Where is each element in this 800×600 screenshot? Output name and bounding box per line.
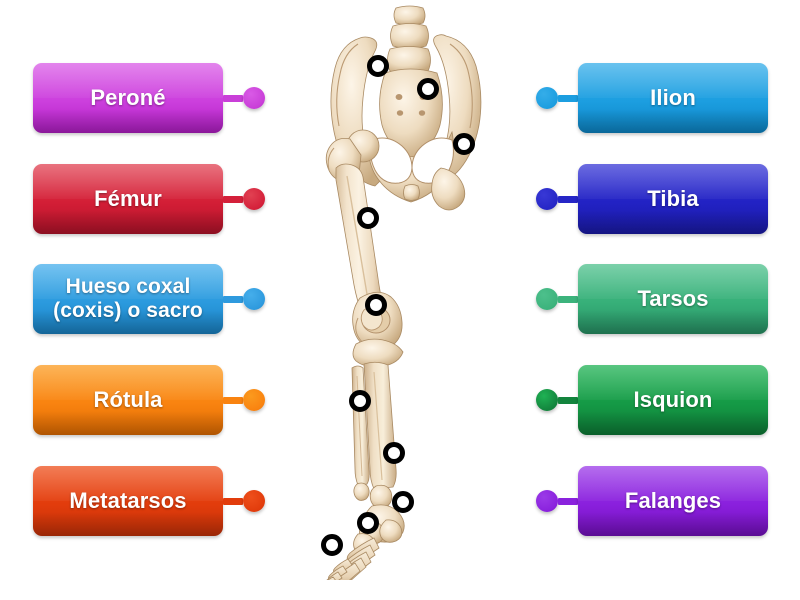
connector-knob[interactable] bbox=[243, 288, 265, 310]
label-row: Tibia bbox=[536, 164, 768, 234]
label-connector bbox=[536, 164, 578, 234]
connector-stem bbox=[558, 195, 578, 203]
label-text: Metatarsos bbox=[69, 487, 187, 513]
label-text: Rótula bbox=[93, 386, 163, 412]
label-row: Fémur bbox=[33, 164, 265, 234]
label-text: Falanges bbox=[624, 487, 722, 513]
label-connector bbox=[223, 63, 265, 133]
drop-target-marker[interactable] bbox=[367, 55, 389, 77]
drop-target-marker[interactable] bbox=[321, 534, 343, 556]
label-text: Hueso coxal (coxis) o sacro bbox=[53, 275, 203, 322]
label-row: Falanges bbox=[536, 466, 768, 536]
label-text: Isquion bbox=[633, 386, 713, 412]
drop-target-marker[interactable] bbox=[392, 491, 414, 513]
label-ilion[interactable]: Ilion bbox=[578, 63, 768, 133]
connector-knob[interactable] bbox=[243, 490, 265, 512]
connector-knob[interactable] bbox=[243, 87, 265, 109]
connector-knob[interactable] bbox=[536, 288, 558, 310]
label-femur[interactable]: Fémur bbox=[33, 164, 223, 234]
label-text: Peroné bbox=[90, 84, 166, 110]
label-metatarsos[interactable]: Metatarsos bbox=[33, 466, 223, 536]
label-connector bbox=[223, 164, 265, 234]
label-falanges[interactable]: Falanges bbox=[578, 466, 768, 536]
label-perone[interactable]: Peroné bbox=[33, 63, 223, 133]
connector-stem bbox=[558, 94, 578, 102]
connector-stem bbox=[223, 295, 243, 303]
connector-knob[interactable] bbox=[243, 188, 265, 210]
label-connector bbox=[223, 264, 265, 334]
label-hueso-coxal[interactable]: Hueso coxal (coxis) o sacro bbox=[33, 264, 223, 334]
label-row: Peroné bbox=[33, 63, 265, 133]
label-row: Isquion bbox=[536, 365, 768, 435]
connector-stem bbox=[223, 195, 243, 203]
connector-stem bbox=[223, 396, 243, 404]
label-connector bbox=[223, 365, 265, 435]
connector-stem bbox=[558, 396, 578, 404]
drop-target-marker[interactable] bbox=[453, 133, 475, 155]
connector-stem bbox=[223, 94, 243, 102]
label-connector bbox=[223, 466, 265, 536]
label-text: Fémur bbox=[94, 185, 162, 211]
drop-target-marker[interactable] bbox=[349, 390, 371, 412]
label-connector bbox=[536, 63, 578, 133]
label-tibia[interactable]: Tibia bbox=[578, 164, 768, 234]
drop-target-marker[interactable] bbox=[383, 442, 405, 464]
drop-target-marker[interactable] bbox=[365, 294, 387, 316]
lower-limb-skeleton-image bbox=[300, 0, 500, 580]
connector-stem bbox=[223, 497, 243, 505]
label-connector bbox=[536, 466, 578, 536]
drop-target-marker[interactable] bbox=[357, 512, 379, 534]
label-row: Ilion bbox=[536, 63, 768, 133]
connector-knob[interactable] bbox=[243, 389, 265, 411]
label-connector bbox=[536, 365, 578, 435]
connector-knob[interactable] bbox=[536, 490, 558, 512]
connector-knob[interactable] bbox=[536, 87, 558, 109]
label-row: Metatarsos bbox=[33, 466, 265, 536]
label-tarsos[interactable]: Tarsos bbox=[578, 264, 768, 334]
label-text: Tarsos bbox=[637, 285, 709, 311]
connector-stem bbox=[558, 497, 578, 505]
label-row: Rótula bbox=[33, 365, 265, 435]
drop-target-marker[interactable] bbox=[417, 78, 439, 100]
label-connector bbox=[536, 264, 578, 334]
label-row: Tarsos bbox=[536, 264, 768, 334]
connector-knob[interactable] bbox=[536, 188, 558, 210]
connector-stem bbox=[558, 295, 578, 303]
label-text: Tibia bbox=[647, 185, 699, 211]
connector-knob[interactable] bbox=[536, 389, 558, 411]
label-text: Ilion bbox=[650, 84, 696, 110]
label-rotula[interactable]: Rótula bbox=[33, 365, 223, 435]
label-isquion[interactable]: Isquion bbox=[578, 365, 768, 435]
label-row: Hueso coxal (coxis) o sacro bbox=[33, 264, 265, 334]
drop-target-marker[interactable] bbox=[357, 207, 379, 229]
